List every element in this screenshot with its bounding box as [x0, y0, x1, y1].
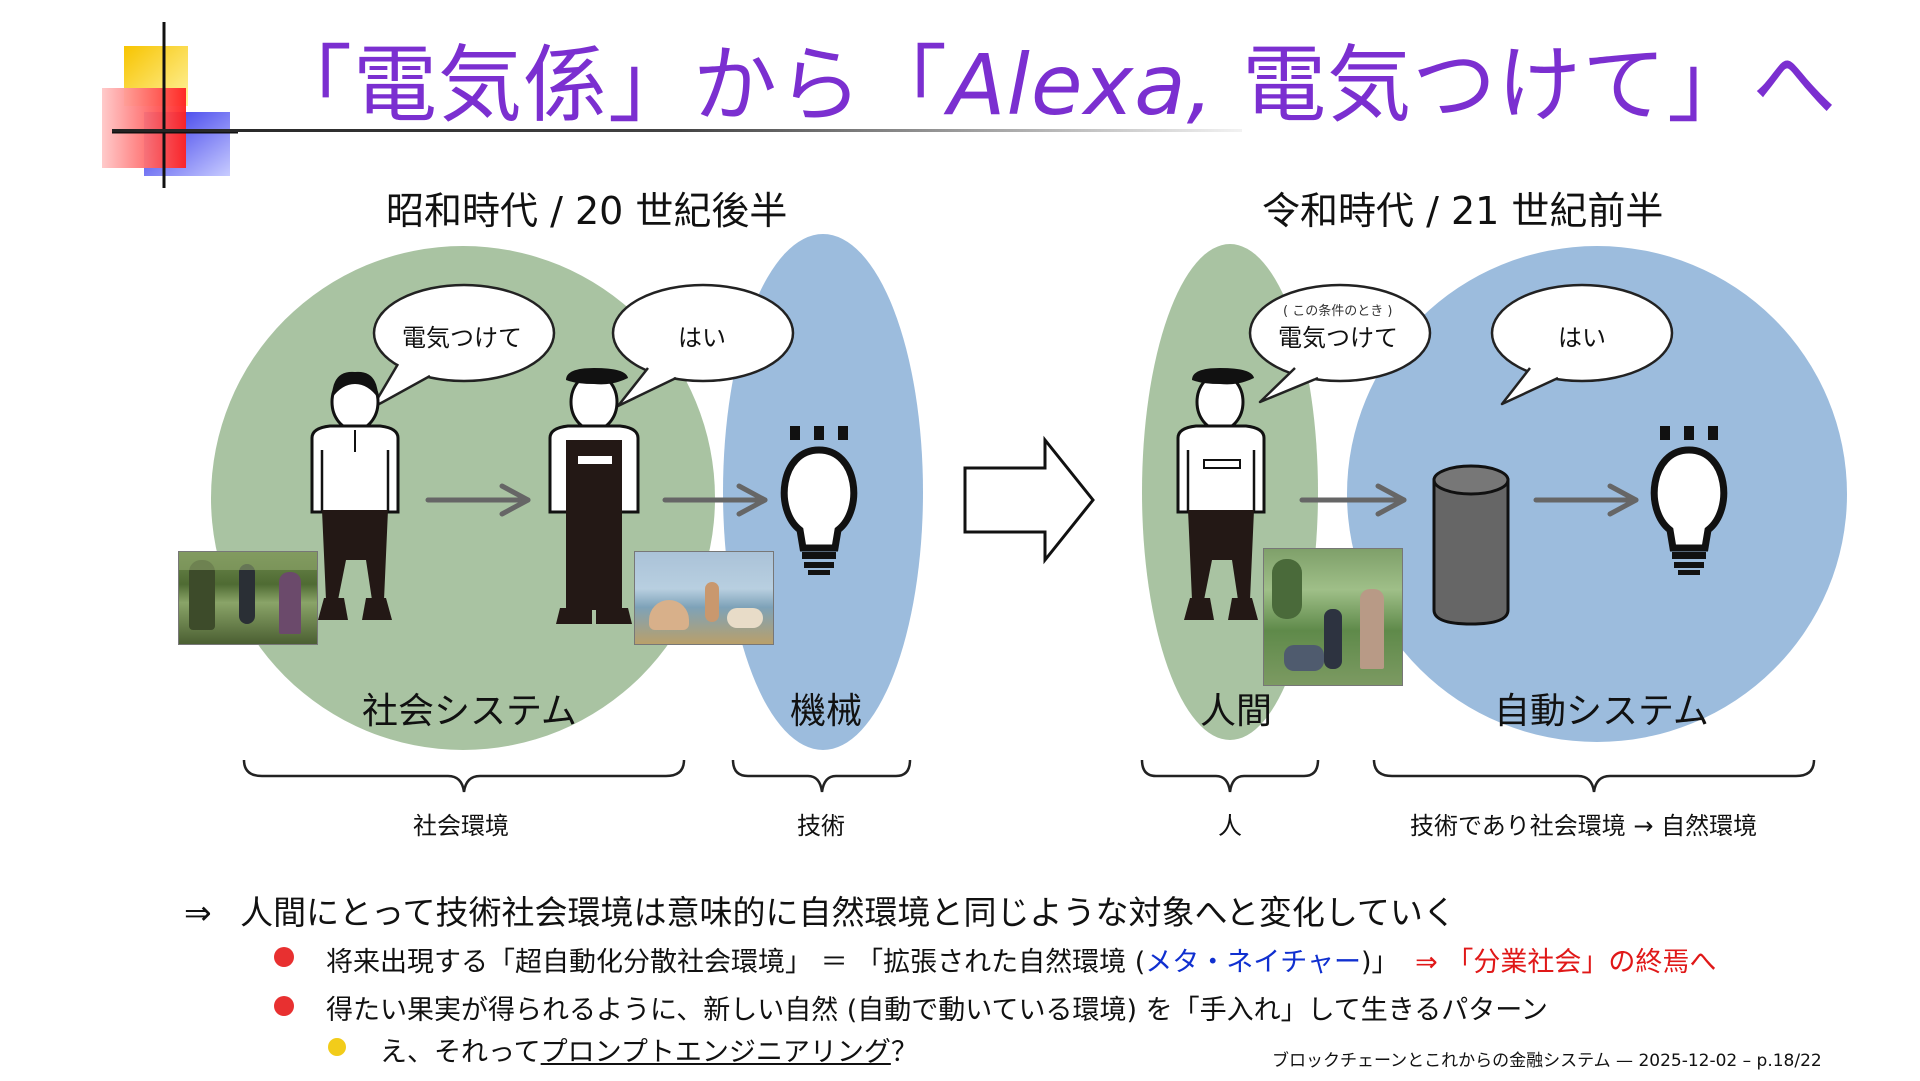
brace-icon [242, 759, 1816, 793]
painting-image [1263, 548, 1403, 686]
painting-image [178, 551, 318, 645]
bullet1: 将来出現する「超自動化分散社会環境」 ＝ 「拡張された自然環境 (メタ・ネイチャ… [326, 940, 1716, 979]
person-icon [310, 371, 400, 620]
left-era-heading: 昭和時代 / 20 世紀後半 [386, 189, 788, 233]
sub-bullet-prompt-engineering: プロンプトエンジニアリング [540, 1037, 891, 1068]
sub-bullet: え、それってプロンプトエンジニアリング？ [380, 1030, 918, 1069]
lightbulb-icon-right [1650, 426, 1728, 575]
footer: ブロックチェーンとこれからの金融システム — 2025-12-02 – p.18… [1272, 1051, 1822, 1071]
logo-squares-icon [102, 22, 238, 188]
arrow-icon [425, 483, 768, 517]
bullet-red-icon [274, 947, 294, 967]
sub-bullet-c: ？ [890, 1037, 918, 1068]
title-part1: 「電気係」から「 [268, 36, 949, 134]
bullet-red-icon [274, 996, 294, 1016]
left-bubble2-text: はい [678, 324, 726, 352]
conclusion-text: 人間にとって技術社会環境は意味的に自然環境と同じような対象へと変化していく [240, 893, 1456, 932]
lightbulb-icon [780, 426, 858, 575]
sub-bullet-a: え、それって [380, 1037, 541, 1068]
electrician-icon [548, 368, 640, 624]
under-label-tech-env: 技術であり社会環境 → 自然環境 [1410, 812, 1758, 840]
speech-bubble-left-2 [611, 283, 795, 408]
bullet1-a: 将来出現する「超自動化分散社会環境」 ＝ 「拡張された自然環境 ( [326, 947, 1146, 978]
title-part2: Alexa, [948, 36, 1215, 134]
title-rule [112, 129, 1242, 132]
transition-arrow-icon [963, 435, 1095, 565]
right-era-heading: 令和時代 / 21 世紀前半 [1262, 189, 1664, 233]
bullet-yellow-icon [328, 1038, 346, 1056]
conclusion: ⇒ 人間にとって技術社会環境は意味的に自然環境と同じような対象へと変化していく [184, 886, 1456, 934]
painting-image [634, 551, 774, 645]
smart-speaker-icon [1432, 464, 1510, 626]
speech-bubble-right-1 [1248, 283, 1432, 404]
arrow-icon-right [1299, 483, 1639, 517]
bullet2: 得たい果実が得られるように、新しい自然 (自動で動いている環境) を「手入れ」し… [326, 995, 1548, 1026]
slide-title: 「電気係」から「Alexa, 電気つけて」へ [268, 30, 1837, 140]
right-bubble1-text: 電気つけて [1278, 324, 1398, 352]
person-icon-right [1176, 368, 1266, 620]
label-human: 人間 [1200, 691, 1273, 732]
left-bubble1-text: 電気つけて [402, 324, 522, 352]
right-bubble2-text: はい [1558, 324, 1606, 352]
title-part3: 電気つけて」へ [1214, 36, 1838, 134]
implies-arrow: ⇒ [184, 893, 212, 932]
label-machine: 機械 [790, 691, 863, 732]
speech-bubble-left-1 [370, 283, 556, 410]
under-label-social-env: 社会環境 [413, 812, 509, 840]
label-social-system: 社会システム [362, 691, 577, 732]
bullet1-c: )」 [1361, 947, 1399, 978]
speech-bubble-right-2 [1490, 283, 1674, 406]
right-bubble1-condition-text: ( この条件のとき ) [1283, 304, 1393, 319]
under-label-tech: 技術 [797, 812, 845, 840]
bullet1-meta-nature: メタ・ネイチャー [1145, 947, 1362, 978]
under-label-person: 人 [1218, 812, 1242, 840]
label-auto-system: 自動システム [1494, 691, 1709, 732]
bullet1-d: ⇒ 「分業社会」の終焉へ [1415, 947, 1717, 978]
